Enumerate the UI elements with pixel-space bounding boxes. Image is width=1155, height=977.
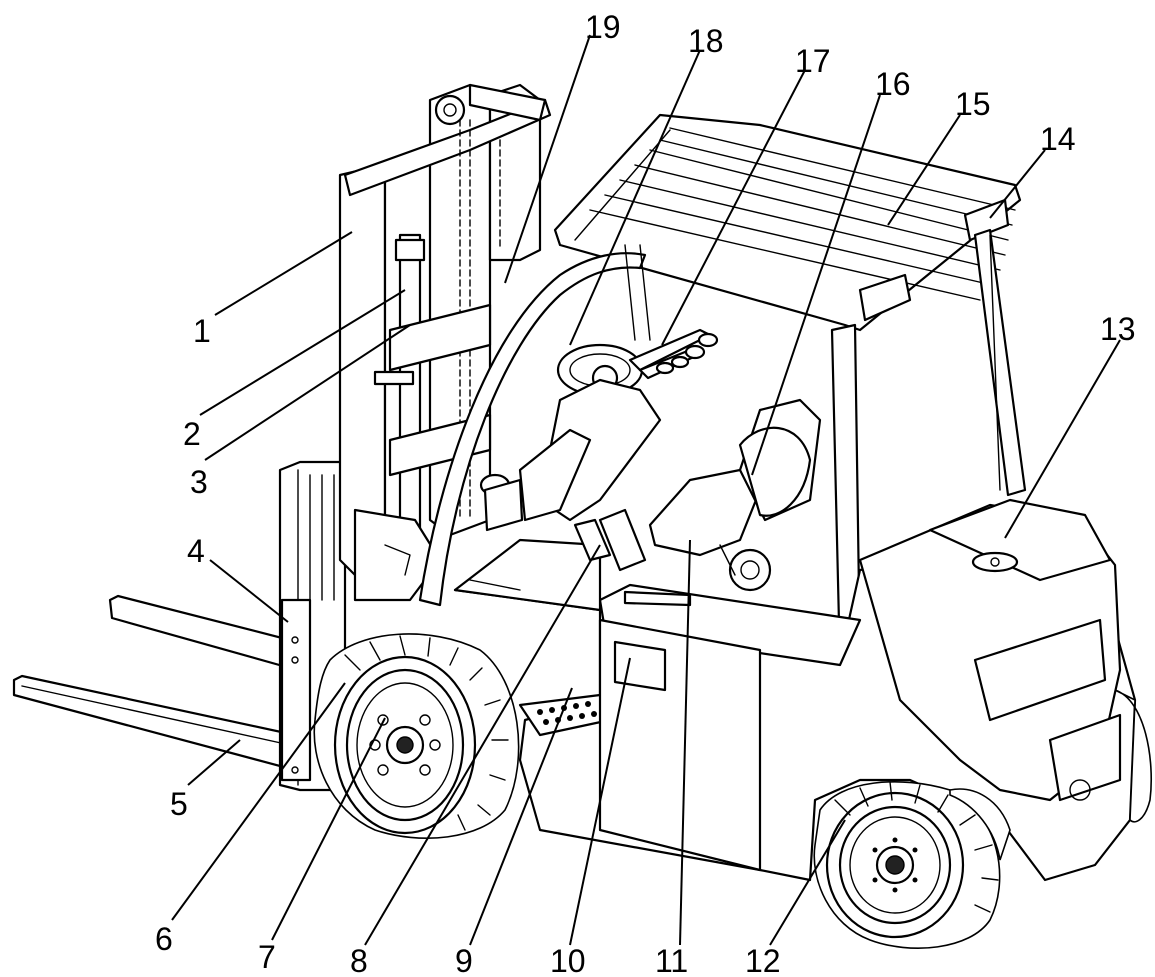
callout-label-6: 6 bbox=[155, 921, 173, 957]
callout-line-16 bbox=[751, 94, 881, 476]
callout-line-9 bbox=[469, 687, 573, 946]
callout-label-13: 13 bbox=[1100, 311, 1136, 347]
callout-line-13 bbox=[1004, 339, 1121, 539]
callout-line-3 bbox=[204, 324, 411, 461]
callout-label-14: 14 bbox=[1040, 121, 1076, 157]
callout-labels: 1 2 3 4 5 6 7 8 9 10 11 12 13 14 15 16 1… bbox=[155, 9, 1136, 977]
callout-line-15 bbox=[887, 114, 961, 226]
callout-label-11: 11 bbox=[655, 943, 688, 977]
callout-label-18: 18 bbox=[688, 23, 724, 59]
callout-label-4: 4 bbox=[187, 533, 205, 569]
callout-line-17 bbox=[661, 69, 806, 346]
callout-line-6 bbox=[171, 682, 346, 921]
callout-label-16: 16 bbox=[875, 66, 911, 102]
callout-label-19: 19 bbox=[585, 9, 621, 45]
callout-line-19 bbox=[504, 34, 591, 284]
callout-line-8 bbox=[364, 544, 601, 946]
callout-label-1: 1 bbox=[193, 313, 211, 349]
callout-line-10 bbox=[569, 657, 631, 946]
body bbox=[453, 498, 1153, 882]
front-wheel bbox=[313, 633, 520, 839]
operator-seat bbox=[648, 398, 822, 592]
callout-label-8: 8 bbox=[350, 943, 368, 977]
overhead-guard bbox=[418, 113, 1027, 667]
callout-label-17: 17 bbox=[795, 43, 831, 79]
callout-line-2 bbox=[199, 289, 406, 416]
callout-label-5: 5 bbox=[170, 786, 188, 822]
callout-line-12 bbox=[769, 819, 846, 946]
callout-line-14 bbox=[989, 149, 1046, 219]
callout-label-2: 2 bbox=[183, 416, 201, 452]
callout-line-7 bbox=[271, 717, 386, 941]
rear-wheel bbox=[813, 781, 1011, 949]
callout-line-1 bbox=[214, 231, 353, 316]
callout-label-9: 9 bbox=[455, 943, 473, 977]
callout-label-7: 7 bbox=[258, 939, 276, 975]
callout-label-3: 3 bbox=[190, 464, 208, 500]
callout-label-10: 10 bbox=[550, 943, 586, 977]
callout-line-18 bbox=[569, 49, 701, 346]
callout-label-12: 12 bbox=[745, 943, 781, 977]
steering-controls bbox=[479, 328, 719, 572]
callout-label-15: 15 bbox=[955, 86, 991, 122]
forks bbox=[12, 594, 297, 772]
callout-line-5 bbox=[187, 739, 241, 786]
callout-lines bbox=[171, 34, 1121, 946]
callout-line-4 bbox=[209, 559, 289, 623]
callout-line-11 bbox=[679, 539, 691, 946]
